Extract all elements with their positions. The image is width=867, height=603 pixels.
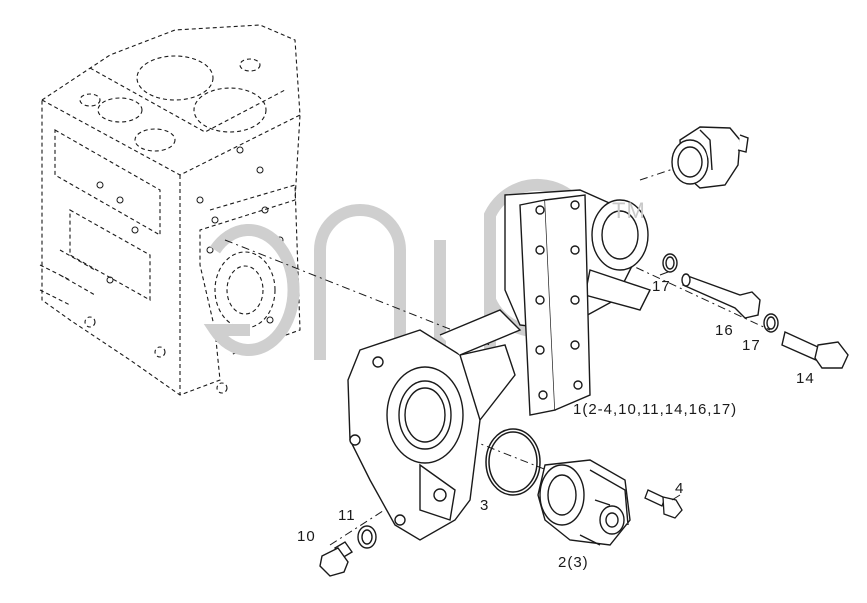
callout-14: 14 [796, 370, 815, 387]
pipe-16 [681, 273, 761, 319]
engine-block [39, 24, 301, 396]
callout-3: 3 [480, 497, 490, 514]
thermostat-housing [671, 126, 749, 189]
callout-17-upper: 17 [652, 278, 671, 295]
bolt-14 [781, 331, 849, 369]
plug-10 [319, 541, 354, 577]
washer-17-lower [763, 313, 779, 333]
water-pump [537, 459, 631, 546]
water-manifold [504, 189, 651, 416]
callout-4: 4 [675, 480, 685, 497]
assembly-axis-lines [224, 159, 771, 546]
washer-17-upper [662, 253, 678, 273]
leader-lines [659, 271, 681, 501]
bolt-4 [644, 489, 683, 519]
callout-11: 11 [338, 507, 356, 524]
watermark-tm: TM [612, 198, 646, 223]
washer-11 [357, 525, 377, 549]
callout-10: 10 [297, 528, 316, 545]
pump-housing-cover [347, 309, 522, 541]
callout-16: 16 [715, 322, 734, 339]
callout-1-assembly: 1(2-4,10,11,14,16,17) [573, 401, 738, 418]
callout-2-pump: 2(3) [558, 554, 589, 571]
callout-17-lower: 17 [742, 337, 761, 354]
o-ring [485, 428, 541, 496]
